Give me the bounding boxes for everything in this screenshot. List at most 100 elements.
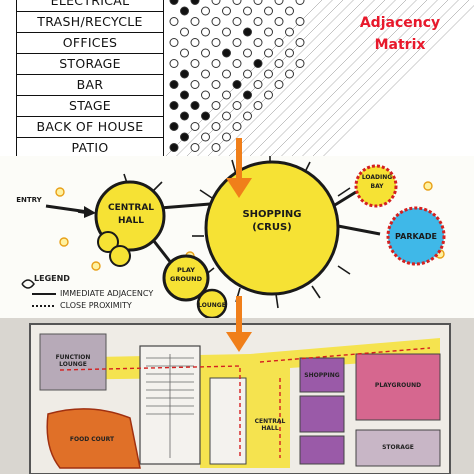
adjacency-dot-filled	[253, 59, 263, 68]
adjacency-dot-empty	[295, 59, 305, 68]
adjacency-dot-filled	[180, 90, 189, 100]
playground-line-1: PLAY	[176, 266, 196, 274]
matrix-row-label: STORAGE	[16, 53, 164, 74]
entry-arrow-line	[45, 204, 89, 214]
adjacency-dot-empty	[264, 48, 273, 58]
panel-title: Adjacency Matrix	[340, 12, 460, 56]
adjacency-dot-empty	[222, 27, 231, 37]
adjacency-dot-empty	[232, 17, 242, 26]
adjacency-dot-filled	[190, 0, 200, 5]
shopping-unit	[299, 395, 345, 433]
matrix-row-label: BACK OF HOUSE	[16, 116, 164, 137]
adjacency-dot-empty	[201, 90, 210, 100]
loading-bay-label: LOADING BAY	[358, 173, 396, 191]
matrix-row-label: PATIO	[16, 137, 164, 156]
adjacency-dot-empty	[295, 17, 305, 26]
function-lounge-room	[39, 333, 107, 391]
legend-icon	[21, 279, 35, 289]
adjacency-dot-empty	[190, 38, 200, 47]
adjacency-dot-empty	[243, 111, 252, 121]
shopping-line-2: (CRUS)	[252, 222, 292, 233]
adjacency-dot-empty	[253, 101, 263, 110]
matrix-diagonal-line	[176, 0, 333, 156]
connector-line	[159, 202, 211, 210]
food-court-room	[46, 408, 141, 469]
flow-arrow-down	[226, 296, 252, 352]
playground-bubble	[162, 254, 210, 302]
lounge-label: LOUNGE	[198, 302, 226, 309]
matrix-diagonal-line	[312, 0, 470, 156]
shopping-unit	[299, 435, 345, 465]
adjacency-dot-empty	[253, 0, 263, 5]
adjacency-dot-empty	[211, 38, 221, 47]
matrix-diagonal-line	[249, 0, 407, 156]
flow-arrow-down	[226, 138, 252, 198]
legend-title: LEGEND	[34, 274, 70, 283]
adjacency-dot-empty	[264, 69, 273, 79]
adjacency-dot-empty	[264, 90, 273, 100]
adjacency-dot-empty	[222, 6, 231, 16]
stair-treads	[146, 354, 194, 458]
matrix-diagonal-line	[260, 0, 417, 156]
adjacency-dot-empty	[222, 69, 231, 79]
room-label: FOOD COURT	[69, 436, 115, 443]
circulation-zone	[250, 338, 440, 468]
matrix-row-label: OFFICES	[16, 32, 164, 53]
adjacency-dot-empty	[253, 17, 263, 26]
adjacency-dot-empty	[285, 27, 294, 37]
adjacency-dot-empty	[222, 90, 231, 100]
adjacency-dot-filled	[180, 69, 189, 79]
adjacency-dot-empty	[243, 48, 252, 58]
connector-line	[337, 224, 381, 236]
adjacency-dot-empty	[201, 48, 210, 58]
playground-label: PLAY GROUND	[166, 266, 206, 284]
matrix-diagonal-line	[270, 0, 428, 156]
playground-line-2: GROUND	[170, 275, 202, 283]
adjacency-dot-empty	[169, 17, 179, 26]
adjacency-dot-empty	[201, 27, 210, 37]
adjacency-dot-empty	[243, 69, 252, 79]
storage-room	[355, 429, 441, 467]
adjacency-dot-empty	[222, 132, 231, 142]
adjacency-dot-empty	[274, 38, 284, 47]
adjacency-dot-empty	[285, 6, 294, 16]
matrix-diagonal-line	[323, 5, 474, 156]
entry-label: ENTRY	[16, 196, 42, 204]
matrix-row-label: TRASH/RECYCLE	[16, 11, 164, 32]
adjacency-dot-empty	[222, 111, 231, 121]
small-bubble	[97, 231, 119, 253]
central-hall-line-1: CENTRAL	[107, 203, 155, 213]
shopping-line-1: SHOPPING	[242, 209, 302, 220]
adjacency-dot-empty	[169, 38, 179, 47]
room-label: PLAYGROUND	[374, 382, 422, 389]
adjacency-dot-empty	[190, 143, 200, 152]
matrix-diagonal-line	[302, 0, 459, 156]
adjacency-dot-filled	[232, 80, 242, 89]
room-label: CENTRAL HALL	[254, 418, 286, 432]
adjacency-dot-empty	[201, 69, 210, 79]
adjacency-dot-empty	[201, 132, 210, 142]
matrix-diagonal-line	[228, 0, 386, 156]
adjacency-dot-empty	[274, 0, 284, 5]
adjacency-dot-filled	[243, 27, 252, 37]
adjacency-dot-empty	[243, 6, 252, 16]
entry-arrow-head	[84, 206, 96, 218]
adjacency-matrix-panel: ELECTRICAL TRASH/RECYCLE OFFICES STORAGE…	[0, 0, 474, 156]
adjacency-dot-empty	[232, 101, 242, 110]
title-line-2: Matrix	[374, 37, 426, 53]
adjacency-dot-filled	[222, 48, 231, 58]
playground-room	[355, 353, 441, 421]
adjacency-dot-empty	[232, 0, 242, 5]
adjacency-dot-filled	[169, 80, 179, 89]
adjacency-dot-filled	[243, 90, 252, 100]
adjacency-dot-empty	[180, 48, 189, 58]
adjacency-dot-filled	[180, 6, 189, 16]
adjacency-dot-empty	[285, 69, 294, 79]
adjacency-dot-empty	[264, 6, 273, 16]
matrix-grid	[165, 0, 474, 156]
adjacency-dot-empty	[232, 38, 242, 47]
adjacency-dot-empty	[211, 122, 221, 131]
room-label: FUNCTION LOUNGE	[55, 354, 91, 368]
adjacency-dot-empty	[190, 122, 200, 131]
adjacency-dot-empty	[274, 17, 284, 26]
